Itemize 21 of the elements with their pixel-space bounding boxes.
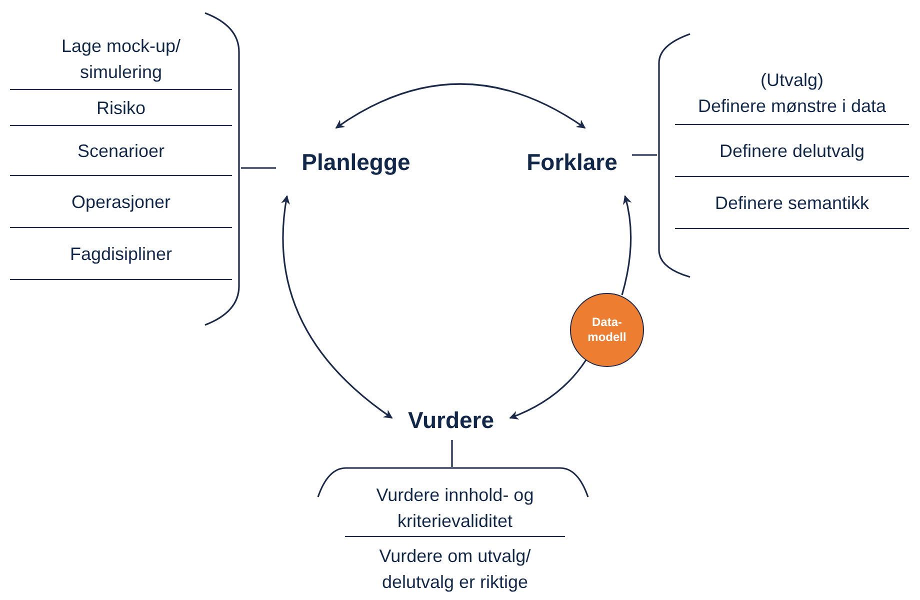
item-text: Vurdere om utvalg/ delutvalg er riktige	[378, 545, 532, 594]
cycle-arrow	[509, 360, 587, 420]
connector-line	[632, 154, 657, 156]
item-text: (Utvalg)	[760, 68, 824, 92]
cycle-arrow	[621, 195, 632, 296]
item-text: Vurdere innhold- og kriterievaliditet	[375, 484, 535, 532]
item-text: Fagdisipliner	[70, 242, 172, 266]
cycle-arrow	[281, 195, 393, 419]
stage-label: Vurdere	[408, 408, 494, 432]
stage-label: Planlegge	[302, 150, 410, 174]
item-text: Scenarioer	[77, 140, 165, 162]
item-text: Risiko	[96, 96, 146, 120]
item-text: Definere mønstre i data	[698, 94, 886, 118]
stage-label: Forklare	[526, 150, 618, 174]
item-text: Definere delutvalg	[719, 140, 865, 163]
item-text: Definere semantikk	[714, 192, 870, 214]
item-text: Operasjoner	[71, 190, 171, 214]
connector-line	[241, 167, 276, 169]
cycle-arrow	[335, 83, 586, 129]
item-text: Lage mock-up/ simulering	[60, 34, 182, 84]
connector-line	[451, 440, 453, 467]
